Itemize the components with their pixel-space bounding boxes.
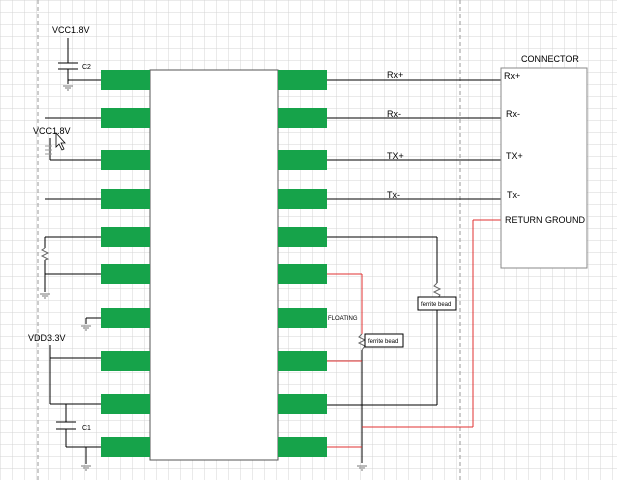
ic-pin-pad[interactable] (278, 394, 327, 414)
vcc-mid-stub (45, 145, 52, 155)
connector-box[interactable] (500, 67, 588, 269)
vdd-label: VDD3.3V (28, 333, 66, 343)
ferrite-bead-upper-label: ferrite bead (421, 302, 451, 308)
left-wiring (44, 38, 101, 464)
ferrite-label-box[interactable] (364, 333, 404, 348)
ferrite-label-box[interactable] (417, 296, 457, 311)
ferrite-bead-lower-label: ferrite bead (368, 339, 398, 345)
ic-pin-pad[interactable] (101, 394, 150, 414)
ic-pin-pad[interactable] (101, 150, 150, 170)
ic-body[interactable] (149, 69, 279, 461)
connector-pin-rx-minus: Rx- (506, 109, 520, 119)
vcc-mid-label: VCC1.8V (33, 126, 71, 136)
ic-pin-pad[interactable] (278, 227, 327, 247)
ic-pin-pad[interactable] (101, 437, 150, 457)
ic-pin-pad[interactable] (101, 189, 150, 209)
connector-pin-tx-minus: Tx- (507, 190, 520, 200)
connector-pin-rx-plus: Rx+ (504, 71, 520, 81)
ic-pin-pad[interactable] (101, 351, 150, 371)
ground-symbols (40, 85, 367, 471)
mouse-cursor-icon (55, 131, 66, 151)
net-floating: FLOATING (328, 316, 358, 322)
return-ground-wiring (327, 219, 501, 448)
resistor-symbol (40, 247, 50, 261)
ic-pin-pad[interactable] (101, 227, 150, 247)
ic-pin-pad[interactable] (101, 264, 150, 284)
c1-label: C1 (82, 425, 91, 432)
c2-label: C2 (82, 64, 91, 71)
ic-pin-pad[interactable] (278, 437, 327, 457)
connector-title: CONNECTOR (521, 54, 579, 64)
ic-pin-pad[interactable] (101, 108, 150, 128)
net-tx-minus: Tx- (387, 190, 400, 200)
net-rx-minus: Rx- (387, 109, 401, 119)
ic-pin-pad[interactable] (278, 264, 327, 284)
connector-pin-tx-plus: TX+ (506, 151, 523, 161)
ic-right-pads (278, 70, 327, 457)
ic-pin-pad[interactable] (278, 189, 327, 209)
ic-pin-pad[interactable] (278, 108, 327, 128)
ferrite-bead-symbol (432, 282, 442, 300)
net-rx-plus: Rx+ (387, 70, 403, 80)
connector-pin-return-ground: RETURN GROUND (505, 215, 585, 225)
ic-pin-pad[interactable] (278, 351, 327, 371)
right-wiring (327, 79, 501, 463)
net-tx-plus: TX+ (387, 151, 404, 161)
ic-pin-pad[interactable] (278, 150, 327, 170)
ic-pin-pad[interactable] (278, 70, 327, 90)
ic-left-pads (101, 70, 150, 457)
ic-pin-pad[interactable] (101, 308, 150, 328)
ic-pin-pad[interactable] (278, 308, 327, 328)
ic-pin-pad[interactable] (101, 70, 150, 90)
vcc-top-label: VCC1.8V (52, 25, 90, 35)
